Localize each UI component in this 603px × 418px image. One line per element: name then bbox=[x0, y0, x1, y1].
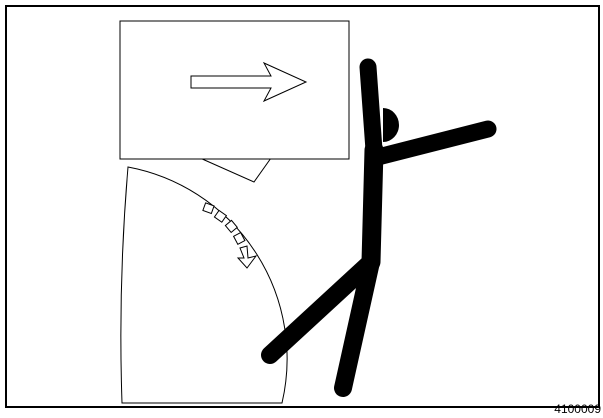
rolling-drum bbox=[120, 166, 288, 404]
sliding-box bbox=[119, 20, 350, 160]
falling-person-icon bbox=[261, 58, 497, 397]
figure-number: 4100009 bbox=[554, 402, 601, 416]
contact-wedge bbox=[199, 157, 272, 183]
roll-direction-icon bbox=[202, 202, 258, 269]
right-arrow-icon bbox=[190, 61, 308, 103]
